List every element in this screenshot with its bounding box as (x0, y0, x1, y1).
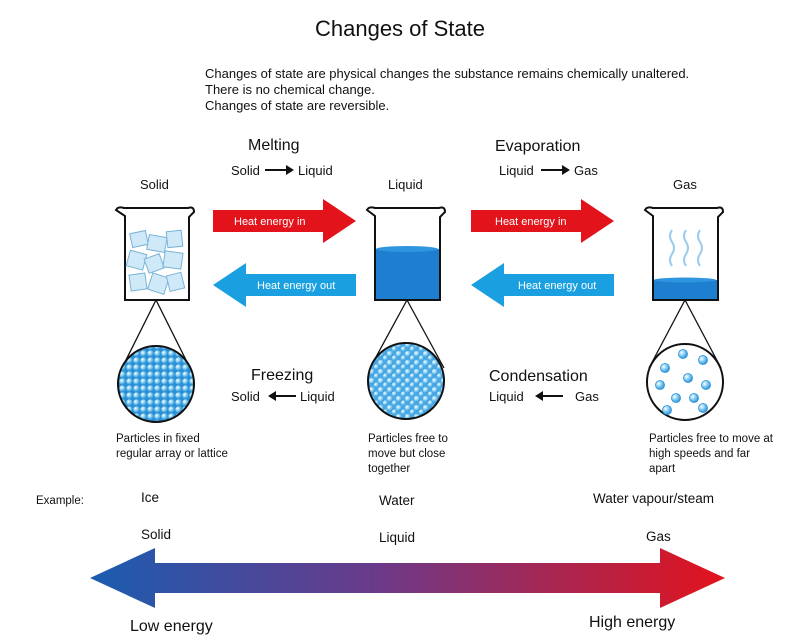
evaporation-title: Evaporation (495, 138, 581, 155)
melting-to: Liquid (298, 163, 333, 178)
low-energy-label: Low energy (130, 618, 213, 635)
evaporation-from: Liquid (499, 163, 534, 178)
condensation-to: Gas (575, 389, 599, 404)
example-label: Example: (36, 495, 84, 507)
evaporation-eq-arrow (541, 165, 570, 175)
freezing-title: Freezing (251, 367, 314, 384)
ice-cubes (125, 229, 186, 295)
gas-particles (655, 349, 711, 415)
heat-out-arrow-1: Heat energy out (213, 263, 356, 307)
liquid-description: Particles free to move but close togethe… (368, 433, 448, 475)
liquid-fill (376, 249, 439, 299)
example-liquid: Water (379, 493, 415, 508)
scale-liquid: Liquid (379, 530, 416, 545)
heat-in-label-1: Heat energy in (234, 216, 306, 228)
heat-out-arrow-2: Heat energy out (471, 263, 614, 307)
energy-scale-arrow (90, 548, 725, 608)
liquid-label: Liquid (388, 177, 423, 192)
heat-out-label-2: Heat energy out (518, 280, 596, 292)
condensation-from: Liquid (489, 389, 524, 404)
gas-beaker (643, 206, 725, 421)
example-solid: Ice (141, 490, 160, 505)
solid-beaker (114, 206, 196, 423)
intro-line-1: Changes of state are physical changes th… (205, 66, 690, 81)
page-title: Changes of State (314, 16, 485, 41)
vapour-wisps (669, 229, 703, 267)
melting-from: Solid (231, 163, 260, 178)
freezing-from: Solid (231, 389, 260, 404)
intro-line-3: Changes of state are reversible. (205, 98, 390, 113)
condensation-title: Condensation (489, 368, 588, 385)
solid-description: Particles in fixed regular array or latt… (116, 433, 228, 460)
solid-label: Solid (140, 177, 169, 192)
example-gas: Water vapour/steam (593, 491, 715, 506)
heat-in-arrow-2: Heat energy in (471, 199, 614, 243)
melting-eq-arrow (265, 165, 294, 175)
gas-description: Particles free to move at high speeds an… (649, 433, 773, 475)
freezing-to: Liquid (300, 389, 335, 404)
intro-line-2: There is no chemical change. (205, 82, 375, 97)
heat-in-arrow-1: Heat energy in (213, 199, 356, 243)
high-energy-label: High energy (589, 614, 676, 631)
evaporation-to: Gas (574, 163, 598, 178)
scale-gas: Gas (646, 529, 671, 544)
gas-label: Gas (673, 177, 697, 192)
melting-title: Melting (248, 137, 300, 154)
freezing-eq-arrow (268, 391, 296, 401)
condensation-eq-arrow (535, 391, 563, 401)
heat-in-label-2: Heat energy in (495, 216, 567, 228)
heat-out-label-1: Heat energy out (257, 280, 335, 292)
liquid-beaker (365, 206, 447, 420)
scale-solid: Solid (141, 527, 172, 542)
